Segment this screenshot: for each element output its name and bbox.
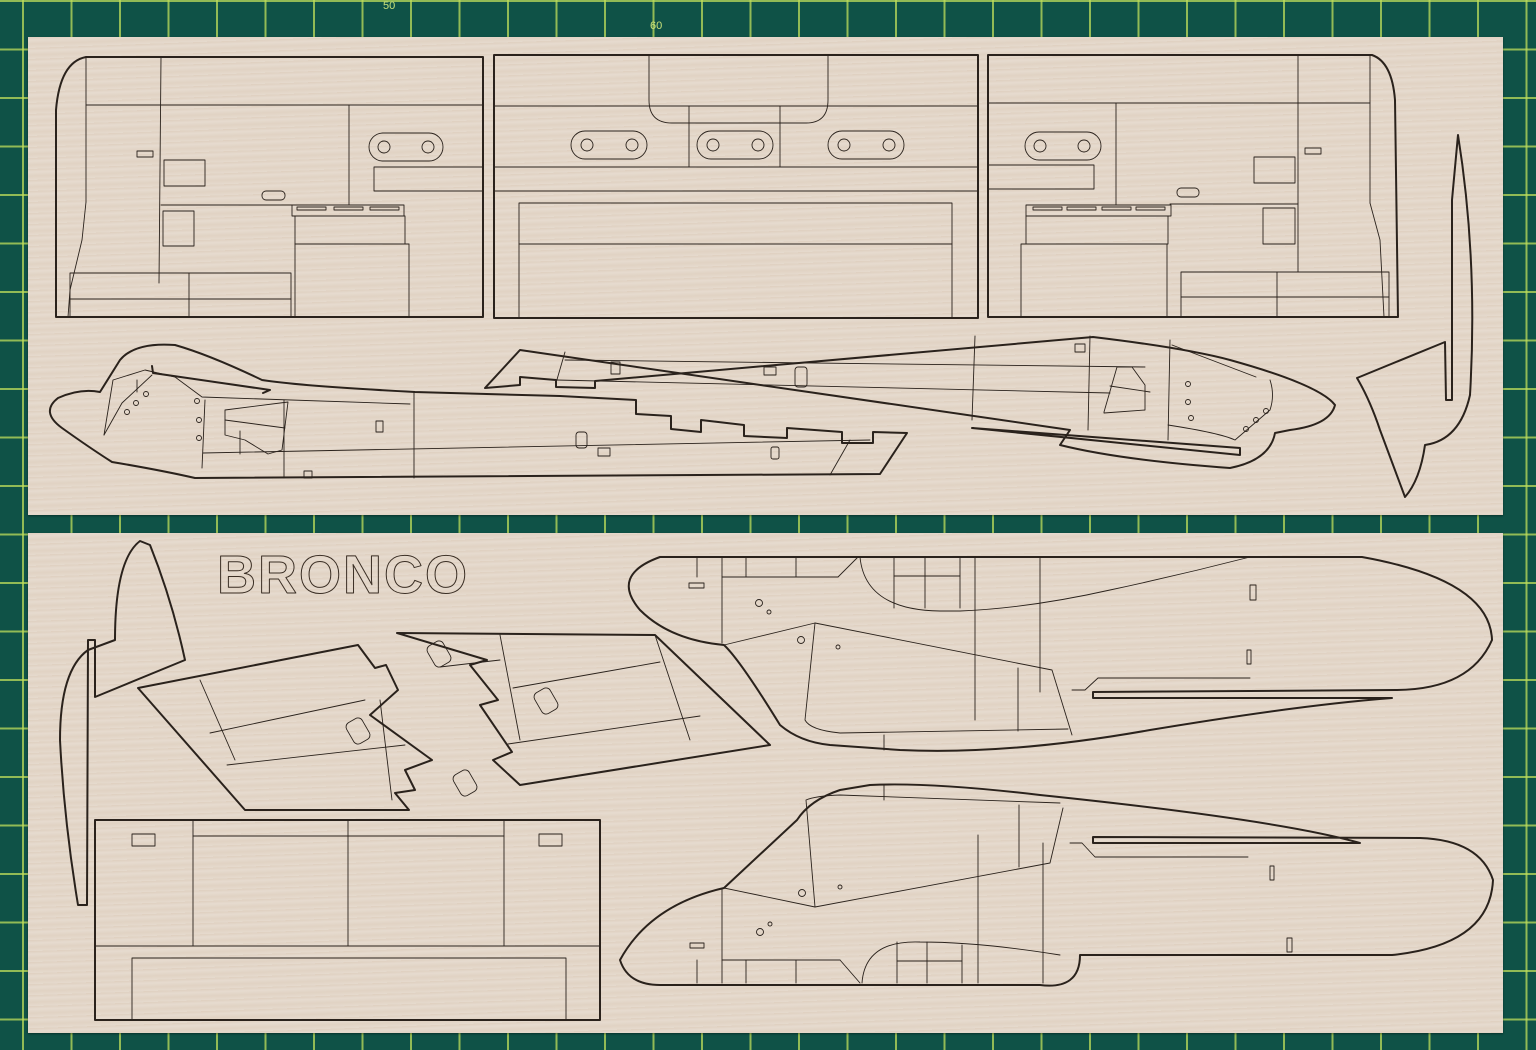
vertical-fin-right xyxy=(1356,134,1474,498)
fuselage-pod-top xyxy=(627,556,1493,752)
center-wing-section xyxy=(94,819,601,1021)
mat-ruler-number: 60 xyxy=(650,20,663,32)
horizontal-stabilizer-right xyxy=(396,632,771,786)
left-tail-boom xyxy=(49,343,908,479)
balsa-sheet-bottom xyxy=(28,533,1503,1033)
vertical-fin-left xyxy=(59,540,186,906)
right-tail-boom xyxy=(484,335,1336,469)
fuselage-pod-bottom xyxy=(619,783,1494,987)
center-wing-panel xyxy=(493,54,979,319)
mat-ruler-number: 50 xyxy=(383,0,396,12)
balsa-sheet-top xyxy=(28,37,1503,515)
bronco-engraved-text: BRONCO xyxy=(217,545,469,605)
horizontal-stabilizer-left xyxy=(137,644,478,811)
right-wing-panel xyxy=(987,54,1399,318)
left-wing-panel xyxy=(55,56,484,318)
